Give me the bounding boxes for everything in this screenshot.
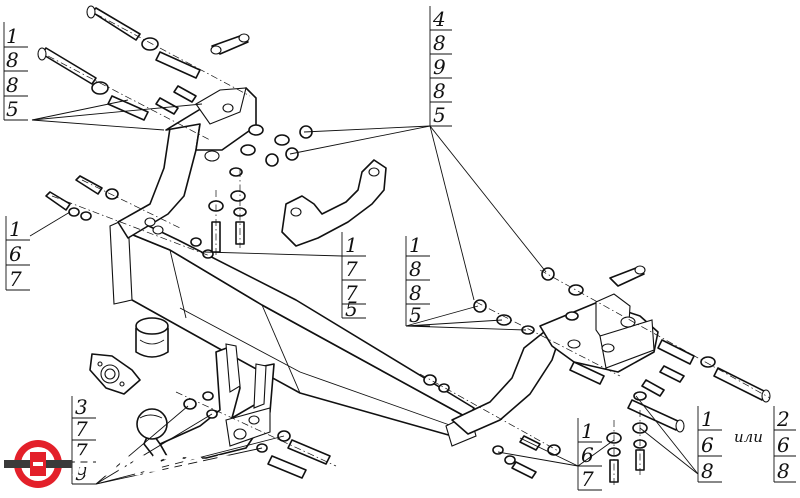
spacer-plate xyxy=(281,159,387,247)
callout-bottom-b: 1 6 8 xyxy=(697,406,722,483)
callout-top-left-line-2: 8 xyxy=(6,48,19,72)
fastener-group-right-bracket xyxy=(473,265,771,433)
callout-hitch-line-4: 9 xyxy=(75,461,88,485)
callout-center-line-2: 7 xyxy=(345,257,358,281)
callout-center-line-4: 5 xyxy=(345,297,358,321)
callout-bottom-b-line-2: 6 xyxy=(701,433,714,457)
or-label: или xyxy=(734,428,763,446)
leader-lines xyxy=(29,99,699,485)
callout-bottom-c-line-1: 2 xyxy=(776,407,790,431)
callout-bottom-c-line-2: 6 xyxy=(777,433,790,457)
callout-top-right-line-2: 8 xyxy=(433,31,446,55)
callout-top-left-line-4: 5 xyxy=(6,97,19,121)
callout-top-right-line-3: 9 xyxy=(433,55,446,79)
callout-hitch-line-2: 7 xyxy=(75,417,88,441)
callout-mid-right-line-1: 1 xyxy=(409,233,422,257)
callout-top-right: 4 8 9 8 5 xyxy=(429,6,452,127)
callout-bottom-a-line-2: 6 xyxy=(581,443,594,467)
callout-bottom-a-line-1: 1 xyxy=(581,419,594,443)
socket-bracket xyxy=(89,353,141,395)
logo-text: HOMATO.RU xyxy=(72,451,257,482)
right-mounting-bracket xyxy=(451,293,659,435)
callout-mid-right: 1 8 8 5 xyxy=(405,233,430,327)
callout-center-line-1: 1 xyxy=(345,233,358,257)
tow-ball-mount xyxy=(159,343,275,459)
callout-mid-right-line-4: 5 xyxy=(409,303,422,327)
callout-top-left-line-3: 8 xyxy=(6,73,19,97)
homato-emblem-icon xyxy=(4,440,72,488)
rubber-cap xyxy=(135,317,169,358)
callout-bottom-c-line-3: 8 xyxy=(777,459,790,483)
callout-left: 1 6 7 xyxy=(5,216,30,291)
fastener-group-bottom xyxy=(175,373,648,488)
callout-bottom-c: 2 6 8 xyxy=(773,406,796,483)
callout-bottom-b-line-3: 8 xyxy=(701,459,714,483)
callout-hitch-line-3: 7 xyxy=(75,439,88,463)
callout-center: 1 7 7 5 xyxy=(341,232,366,321)
callout-top-right-line-4: 8 xyxy=(433,79,446,103)
callout-hitch-line-1: 3 xyxy=(75,395,88,419)
callout-hitch: 3 7 7 9 xyxy=(71,395,96,485)
callout-top-right-line-5: 5 xyxy=(433,103,446,127)
callout-left-line-3: 7 xyxy=(9,267,22,291)
callout-bottom-a: 1 6 7 xyxy=(577,418,602,491)
callout-top-right-line-1: 4 xyxy=(432,7,446,31)
callout-left-line-2: 6 xyxy=(9,242,22,266)
callout-top-left: 1 8 8 5 xyxy=(3,22,28,121)
homato-logo: HOMATO.RU xyxy=(4,440,257,488)
callout-top-left-line-1: 1 xyxy=(6,24,19,48)
callout-bottom-b-line-1: 1 xyxy=(701,407,714,431)
callout-center-line-3: 7 xyxy=(345,281,358,305)
left-mounting-bracket xyxy=(117,87,257,239)
callout-left-line-1: 1 xyxy=(9,217,22,241)
callout-mid-right-line-3: 8 xyxy=(409,281,422,305)
fastener-group-left xyxy=(45,175,214,259)
bolt-set-top-left xyxy=(37,5,251,141)
callout-bottom-a-line-3: 7 xyxy=(581,467,594,491)
fastener-group-left-bracket xyxy=(208,124,313,256)
callout-mid-right-line-2: 8 xyxy=(409,257,422,281)
